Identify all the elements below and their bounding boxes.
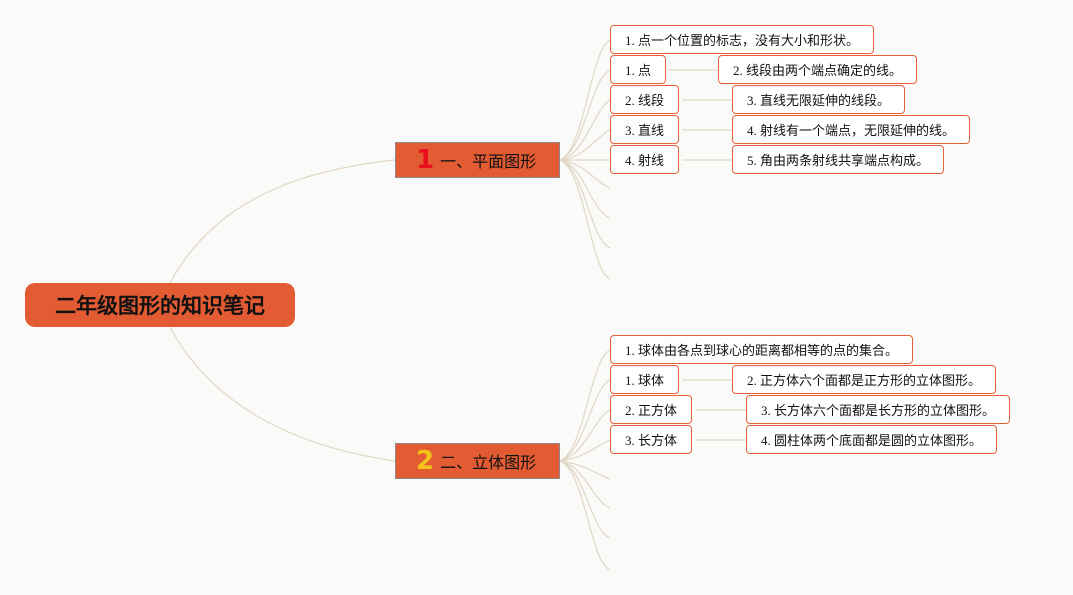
note-ray[interactable]: 4. 射线有一个端点，无限延伸的线。 (732, 115, 971, 144)
note-cylinder[interactable]: 4. 圆柱体两个底面都是圆的立体图形。 (746, 425, 998, 454)
branch-label: 一、平面图形 (440, 152, 537, 171)
note-point-definition[interactable]: 1. 点一个位置的标志，没有大小和形状。 (610, 25, 875, 54)
note-straight-line[interactable]: 3. 直线无限延伸的线段。 (732, 85, 906, 114)
number-one-icon: 1 (416, 145, 435, 175)
note-cuboid[interactable]: 3. 长方体六个面都是长方形的立体图形。 (746, 395, 1011, 424)
branch-label: 二、立体图形 (440, 453, 537, 472)
note-angle[interactable]: 5. 角由两条射线共享端点构成。 (732, 145, 945, 174)
term-cuboid[interactable]: 3. 长方体 (610, 425, 693, 454)
term-sphere[interactable]: 1. 球体 (610, 365, 680, 394)
note-cube[interactable]: 2. 正方体六个面都是正方形的立体图形。 (732, 365, 997, 394)
term-cube[interactable]: 2. 正方体 (610, 395, 693, 424)
branch-plane-shapes[interactable]: 1 一、平面图形 (395, 142, 560, 178)
root-topic[interactable]: 二年级图形的知识笔记 (25, 283, 295, 327)
root-topic-label: 二年级图形的知识笔记 (55, 294, 265, 318)
branch-solid-shapes[interactable]: 2 二、立体图形 (395, 443, 560, 479)
term-straight-line[interactable]: 3. 直线 (610, 115, 680, 144)
note-sphere-definition[interactable]: 1. 球体由各点到球心的距离都相等的点的集合。 (610, 335, 914, 364)
note-line-segment[interactable]: 2. 线段由两个端点确定的线。 (718, 55, 918, 84)
term-line-segment[interactable]: 2. 线段 (610, 85, 680, 114)
term-ray[interactable]: 4. 射线 (610, 145, 680, 174)
connector-root-to-branch-1 (169, 159, 396, 284)
term-point[interactable]: 1. 点 (610, 55, 667, 84)
connector-root-to-branch-2 (169, 326, 396, 462)
number-two-icon: 2 (416, 446, 435, 476)
